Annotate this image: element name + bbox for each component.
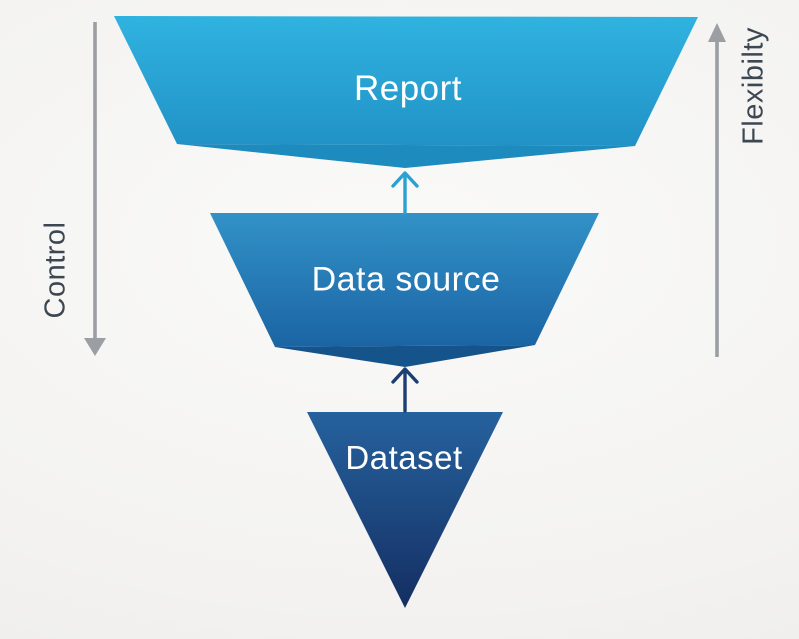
dataset-layer-shape	[307, 412, 503, 608]
data-source-layer-fold	[275, 345, 535, 367]
flexibility-axis-label: Flexibilty	[737, 27, 770, 145]
arrow-up-datasource-to-report	[391, 171, 419, 215]
report-layer-label: Report	[353, 69, 463, 108]
report-layer-fold	[177, 144, 635, 168]
control-axis-label: Control	[39, 221, 72, 319]
data-source-layer-label: Data source	[311, 260, 501, 299]
control-axis-arrow	[84, 22, 106, 356]
data-source-layer-shape	[210, 213, 599, 347]
report-layer-shape	[114, 16, 698, 146]
arrow-up-dataset-to-datasource	[391, 367, 419, 413]
dataset-layer-label: Dataset	[345, 439, 463, 476]
flexibility-axis-arrow	[708, 23, 726, 357]
